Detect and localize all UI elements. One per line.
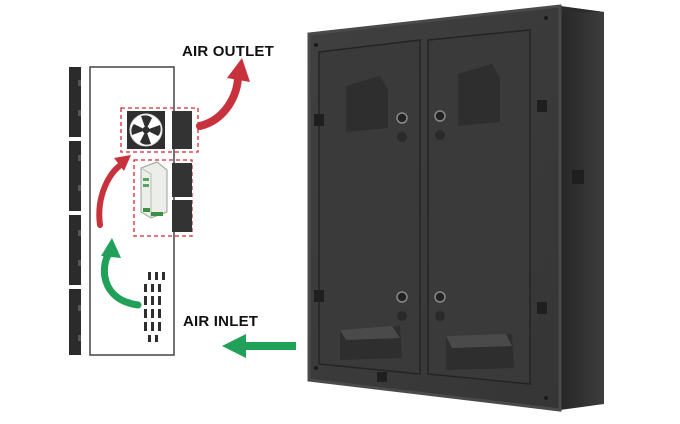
vent-grille-icon xyxy=(144,272,165,342)
air-inlet-label: AIR INLET xyxy=(183,313,259,330)
power-supply-icon xyxy=(140,161,168,219)
cabinet-cross-section xyxy=(69,58,296,358)
air-outlet-label: AIR OUTLET xyxy=(182,43,274,60)
power-supply-unit xyxy=(133,159,193,237)
fan-unit xyxy=(120,107,199,153)
external-inlet-arrow xyxy=(222,334,296,358)
rear-door-left xyxy=(318,39,421,375)
rear-door-right xyxy=(427,29,531,385)
outlet-flow-arrow xyxy=(196,58,250,130)
bottom-slot xyxy=(377,372,387,382)
psu-highlight-box xyxy=(133,159,193,237)
internal-flow-arrow xyxy=(96,155,131,228)
cabinet-rear-view xyxy=(307,4,604,412)
fan-bracket xyxy=(172,111,192,149)
fan-highlight-box xyxy=(120,107,199,153)
fan-icon xyxy=(127,111,165,149)
inlet-flow-arrow xyxy=(100,238,142,309)
